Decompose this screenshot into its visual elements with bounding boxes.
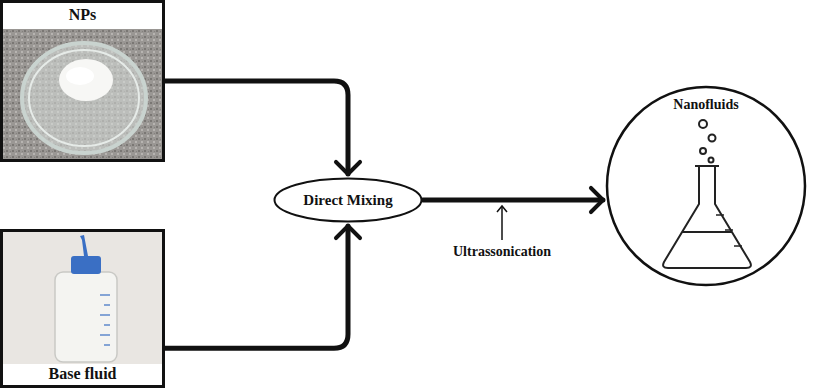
- circle-outline: [605, 85, 807, 287]
- process-label: Ultrassonication: [453, 244, 551, 260]
- node-label: Nanofluids: [673, 97, 738, 113]
- flow-arrow: [165, 81, 360, 174]
- flow-arrow: [423, 188, 603, 212]
- ellipse-shape: [275, 179, 422, 222]
- process-ellipse: Direct Mixing: [273, 177, 423, 223]
- flow-arrow: [165, 226, 360, 348]
- flask-icon: [663, 120, 751, 268]
- wash-bottle-photo: [3, 232, 162, 364]
- arrow-head: [336, 162, 360, 174]
- node-label: Base fluid: [48, 365, 116, 383]
- node-label: NPs: [69, 6, 97, 24]
- flow-line: [165, 81, 348, 174]
- result-circle: Nanofluids: [605, 85, 807, 287]
- node-label: Direct Mixing: [303, 192, 392, 209]
- flow-line: [165, 226, 348, 348]
- pointer-arrow: [497, 206, 507, 240]
- nanoparticle-photo: [3, 3, 162, 159]
- flow-line: [423, 198, 603, 203]
- arrow-head: [591, 188, 603, 212]
- circle-shape: [607, 87, 805, 285]
- photo-box: Base fluid: [0, 229, 165, 388]
- photo-box: NPs: [0, 0, 165, 162]
- arrow-head: [336, 226, 360, 238]
